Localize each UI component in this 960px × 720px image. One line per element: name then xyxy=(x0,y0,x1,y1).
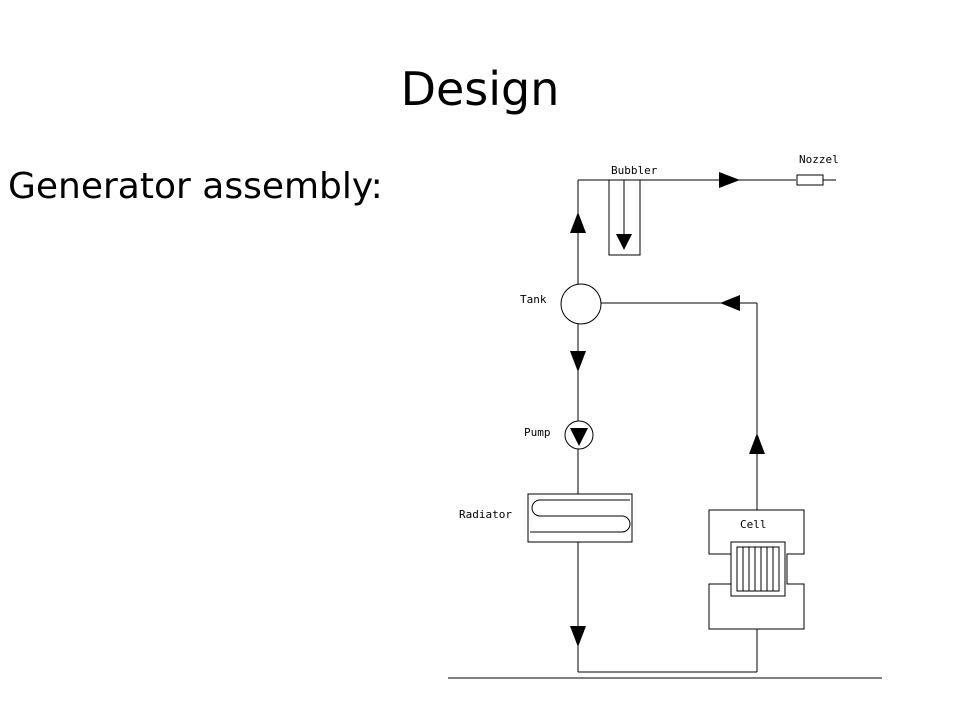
slide-subtitle: Generator assembly: xyxy=(8,166,383,207)
nozzel-label: Nozzel xyxy=(799,153,839,166)
bubbler-label: Bubbler xyxy=(611,164,658,177)
arrow-right-up xyxy=(749,433,765,454)
cell-plate-frame xyxy=(736,546,780,592)
tank-shape xyxy=(560,283,602,325)
radiator-label: Radiator xyxy=(459,508,512,521)
bubbler-vessel xyxy=(608,180,641,256)
radiator-coil xyxy=(530,499,631,533)
arrow-left-down-2 xyxy=(570,626,586,647)
slide-title: Design xyxy=(400,62,560,116)
pump-label: Pump xyxy=(524,426,551,439)
pump-triangle xyxy=(570,428,588,446)
cell-label: Cell xyxy=(740,518,767,531)
arrow-top-right xyxy=(719,172,740,188)
tank-label: Tank xyxy=(520,293,547,306)
arrow-left-down-1 xyxy=(570,351,586,372)
arrow-return-left xyxy=(720,295,740,311)
radiator-shape xyxy=(527,493,633,543)
nozzel-shape xyxy=(796,174,824,186)
bubbler-arrow xyxy=(616,234,632,250)
arrow-left-up xyxy=(570,212,586,233)
